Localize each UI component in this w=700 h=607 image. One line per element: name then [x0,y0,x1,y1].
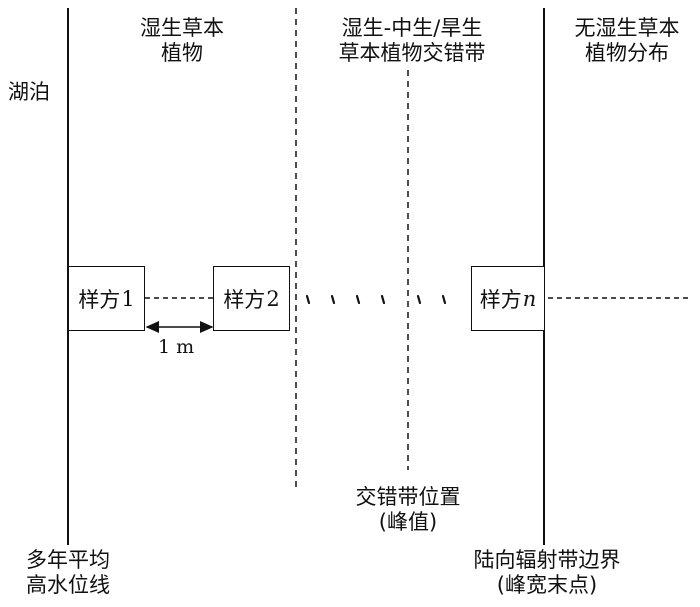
ellipsis-marks [305,294,447,305]
spacing-label: 1 m [158,336,195,358]
lake-label: 湖泊 [8,80,50,104]
ecotone-position-label: 交错带位置 (峰值) [355,485,461,534]
wet-zone-label: 湿生草本 植物 [140,16,224,65]
no-wet-zone-label: 无湿生草本 植物分布 [574,16,680,65]
high-water-label: 多年平均 高水位线 [26,548,110,597]
ecotone-label: 湿生-中生/旱生 草本植物交错带 [338,16,486,65]
landward-boundary-label: 陆向辐射带边界 (峰宽末点) [473,548,621,597]
